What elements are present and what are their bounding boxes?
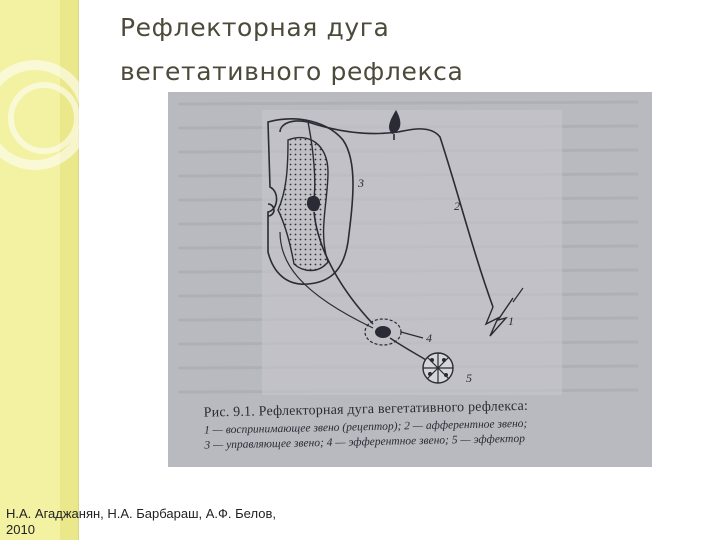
slide-title: Рефлекторная дуга вегетативного рефлекса — [120, 6, 680, 94]
postganglionic-fiber — [389, 337, 427, 361]
citation-authors: Н.А. Агаджанян, Н.А. Барбараш, А.Ф. Бело… — [6, 506, 276, 521]
afferent-fiber — [397, 128, 494, 308]
afferent-cell-body — [389, 110, 401, 134]
reflex-arc-diagram: 3 2 1 4 5 — [177, 100, 639, 395]
label-3: 3 — [357, 176, 364, 190]
interneuron-fiber — [307, 121, 316, 199]
label-4-pointer — [400, 331, 424, 339]
label-4: 4 — [426, 331, 432, 345]
ganglion-neuron-body — [375, 326, 391, 338]
decorative-circle — [0, 60, 90, 170]
source-citation: Н.А. Агаджанян, Н.А. Барбараш, А.Ф. Бело… — [6, 506, 326, 538]
grey-matter-dotted — [277, 136, 329, 272]
citation-year: 2010 — [6, 522, 35, 537]
label-2: 2 — [454, 199, 460, 213]
efferent-fiber-secondary — [279, 231, 374, 329]
central-canal — [267, 203, 275, 217]
effector-nuclei — [428, 358, 448, 377]
label-1: 1 — [508, 314, 514, 328]
receptor-ending — [484, 297, 514, 337]
effector-segments — [423, 353, 453, 383]
slide-title-line-2: вегетативного рефлекса — [120, 57, 464, 86]
spinal-cord-outline — [267, 118, 354, 285]
label-5: 5 — [466, 371, 472, 385]
decorative-circle — [8, 82, 80, 154]
slide-title-line-1: Рефлекторная дуга — [120, 13, 390, 42]
receptor-branch — [512, 287, 524, 303]
efferent-fiber — [313, 211, 374, 325]
figure-photo: 3 2 1 4 5 Рис. 9.1. Рефлекторная дуга ве… — [168, 92, 652, 467]
figure-caption: Рис. 9.1. Рефлекторная дуга вегетативног… — [204, 396, 645, 452]
control-neuron-body — [306, 195, 321, 212]
